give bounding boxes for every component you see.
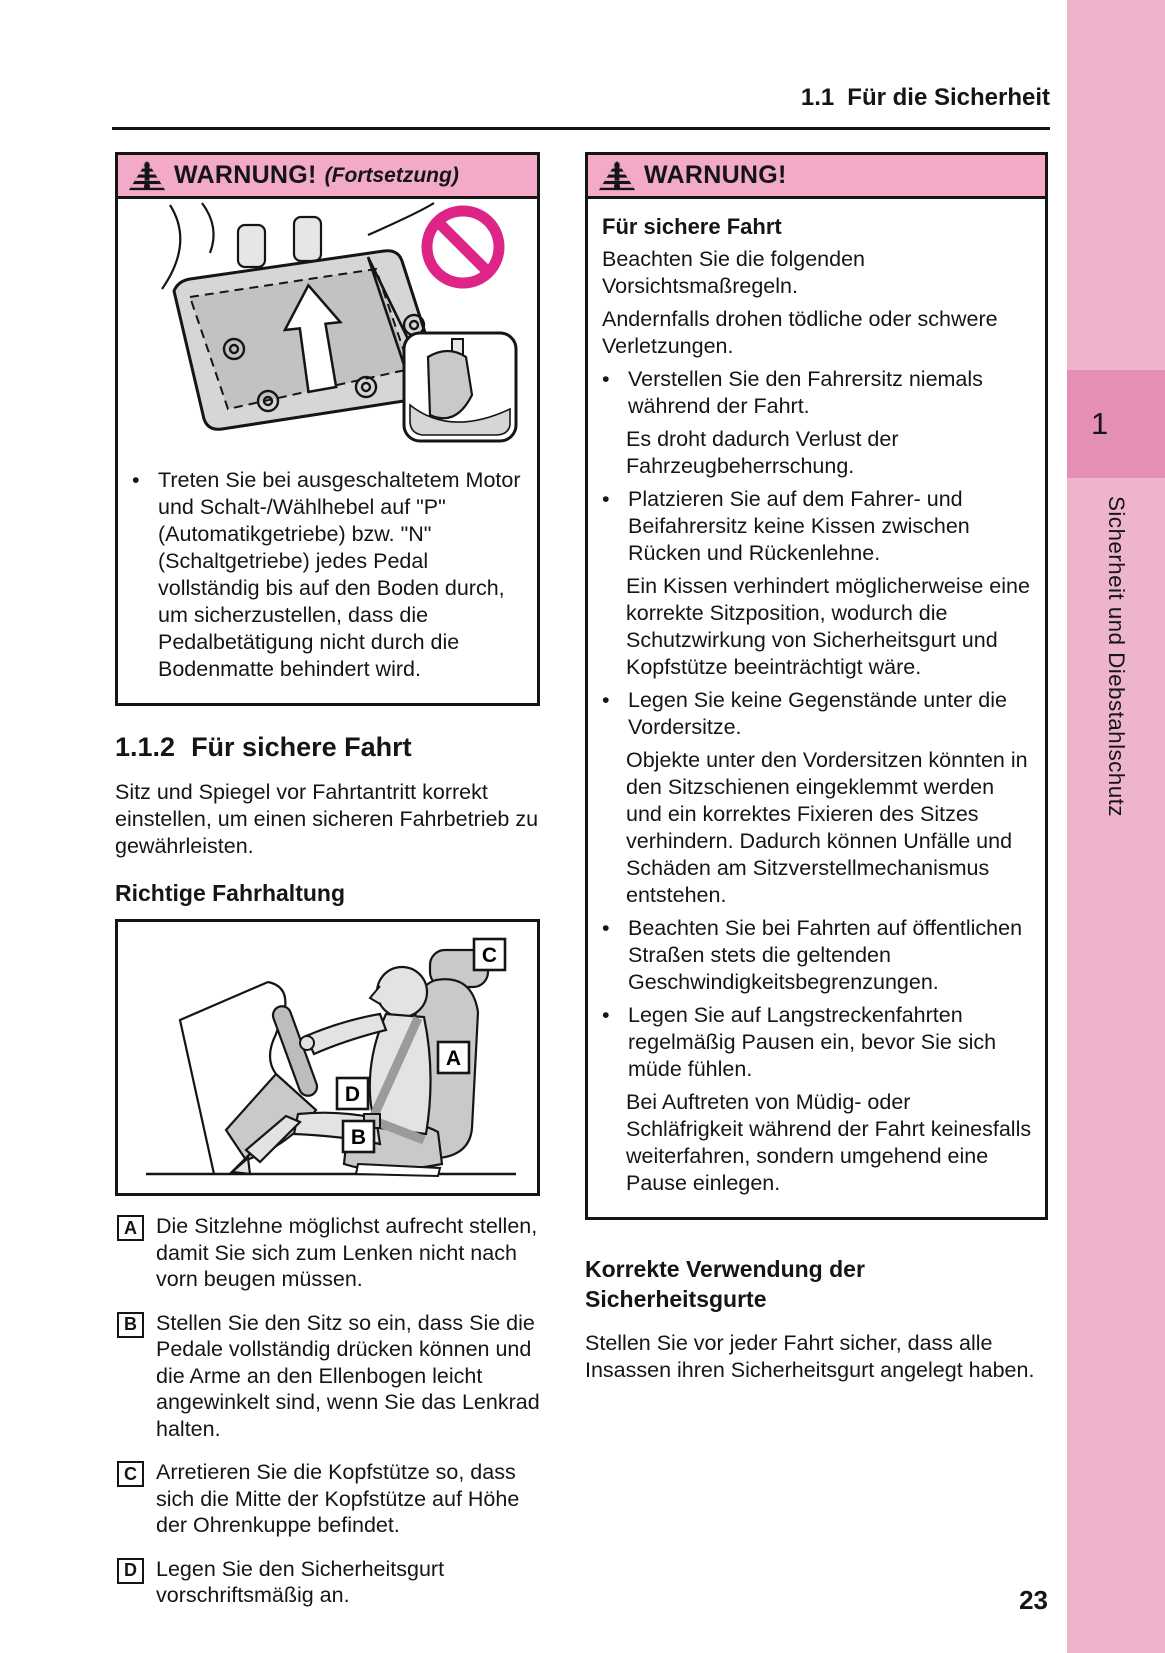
driving-posture-drawing: C A D B [146,937,516,1178]
section-title: Für sichere Fahrt [191,732,412,762]
warning-paragraph: Beachten Sie die folgenden Vorsichtsmaßr… [602,247,865,298]
header-section-number: 1.1 [800,84,835,111]
right-column: WARNUNG! Für sichere Fahrt Beachten Sie … [585,152,1048,1384]
pedal-inset [402,331,518,443]
diagram-label-b: B [351,1126,366,1149]
warning-title: WARNUNG! [644,161,787,189]
section-number: 1.1.2 [115,732,176,762]
bullet-marker: • [602,688,610,712]
posture-subheading: Richtige Fahrhaltung [115,880,345,906]
header-rule [112,127,1050,130]
section-intro: Sitz und Spiegel vor Fahrtantritt korrek… [115,780,539,858]
posture-item-b: B Stellen Sie den Sitz so ein, dass Sie … [115,1310,540,1443]
warning-triangle-icon [128,160,166,191]
posture-text-c: Arretieren Sie die Kopfstütze so, dass s… [156,1460,520,1537]
chapter-number: 1 [1091,406,1109,441]
warning-bullet-item: • Verstellen Sie den Fahrersitz niemals … [602,366,1033,420]
posture-text-a: Die Sitzlehne möglichst aufrecht stellen… [156,1214,538,1291]
warning-bullet-item: • Legen Sie keine Gegenstände unter die … [602,687,1033,741]
warning-bullet-text: Legen Sie keine Gegenstände unter die Vo… [628,688,1007,739]
chapter-side-strip [1067,0,1165,1653]
diagram-label-c: C [482,944,497,967]
warning-paragraph: Andernfalls drohen tödliche oder schwere… [602,307,998,358]
warning-box-continued: WARNUNG! (Fortsetzung) [115,152,540,706]
warning-bullet-item: • Treten Sie bei ausgeschaltetem Motor u… [132,467,525,683]
floor-mat-drawing [161,202,518,443]
warning-bullet-text: Treten Sie bei ausgeschaltetem Motor und… [158,468,521,681]
diagram-label-d: D [345,1083,360,1106]
warning-box-safe-driving: WARNUNG! Für sichere Fahrt Beachten Sie … [585,152,1048,1220]
bullet-marker: • [602,1003,610,1027]
chapter-number-tab: 1 [1067,370,1165,478]
warning-sub-paragraph: Ein Kissen verhindert möglicherweise ein… [626,574,1030,679]
posture-letter-c: C [117,1461,144,1487]
warning-bullet-text: Verstellen Sie den Fahrersitz niemals wä… [628,367,983,418]
warning-bullet-item: • Beachten Sie bei Fahrten auf öffentlic… [602,915,1033,996]
bullet-marker: • [602,487,610,511]
page-number: 23 [1019,1585,1048,1615]
posture-item-a: A Die Sitzlehne möglichst aufrecht stell… [115,1213,540,1293]
warning-title: WARNUNG! [174,161,317,189]
posture-text-b: Stellen Sie den Sitz so ein, dass Sie di… [156,1310,540,1441]
section-heading: 1.1.2 Für sichere Fahrt [115,732,540,763]
warning-bullet-item: • Legen Sie auf Langstreckenfahrten rege… [602,1002,1033,1083]
posture-letter-d: D [117,1557,144,1584]
posture-text-d: Legen Sie den Sicherheitsgurt vorschrift… [156,1556,445,1608]
warning-topic-heading: Für sichere Fahrt [602,214,782,239]
warning-bullet-text: Platzieren Sie auf dem Fahrer- und Beifa… [628,487,970,565]
diagram-label-a: A [446,1047,461,1070]
warning-sub-paragraph: Es droht dadurch Verlust der Fahrzeugbeh… [626,427,899,478]
warning-sub-paragraph: Objekte unter den Vordersitzen könnten i… [626,748,1028,907]
warning-body: • Treten Sie bei ausgeschaltetem Motor u… [118,451,537,703]
driving-posture-illustration: C A D B [115,919,540,1196]
posture-item-d: D Legen Sie den Sicherheitsgurt vorschri… [115,1556,540,1609]
warning-body: Für sichere Fahrt Beachten Sie die folge… [588,199,1045,1217]
left-column: WARNUNG! (Fortsetzung) [115,152,540,1609]
warning-triangle-icon [598,160,636,191]
floor-mat-illustration [118,199,537,451]
prohibition-icon [421,205,505,289]
warning-bullet-text: Legen Sie auf Langstreckenfahrten regelm… [628,1003,997,1081]
warning-bullet-text: Beachten Sie bei Fahrten auf öffentliche… [628,916,1023,994]
warning-subtitle: (Fortsetzung) [324,163,459,187]
header-section-title: Für die Sicherheit [847,84,1050,111]
bullet-marker: • [132,468,140,492]
belts-heading: Korrekte Verwendung der Sicherheitsgurte [585,1256,865,1312]
bullet-marker: • [602,367,610,391]
chapter-title-vertical: Sicherheit und Diebstahlschutz [1067,496,1165,817]
chapter-title-text: Sicherheit und Diebstahlschutz [1104,496,1129,817]
page-header: 1.1 Für die Sicherheit [112,84,1050,112]
posture-item-c: C Arretieren Sie die Kopfstütze so, dass… [115,1459,540,1539]
posture-letter-a: A [117,1215,144,1241]
warning-bullet-item: • Platzieren Sie auf dem Fahrer- und Bei… [602,486,1033,567]
belts-text: Stellen Sie vor jeder Fahrt sicher, dass… [585,1331,1035,1382]
warning-header-band: WARNUNG! [588,155,1045,199]
warning-header-band: WARNUNG! (Fortsetzung) [118,155,537,199]
warning-sub-paragraph: Bei Auftreten von Müdig- oder Schläfrigk… [626,1090,1032,1195]
posture-letter-b: B [117,1311,144,1338]
bullet-marker: • [602,916,610,940]
